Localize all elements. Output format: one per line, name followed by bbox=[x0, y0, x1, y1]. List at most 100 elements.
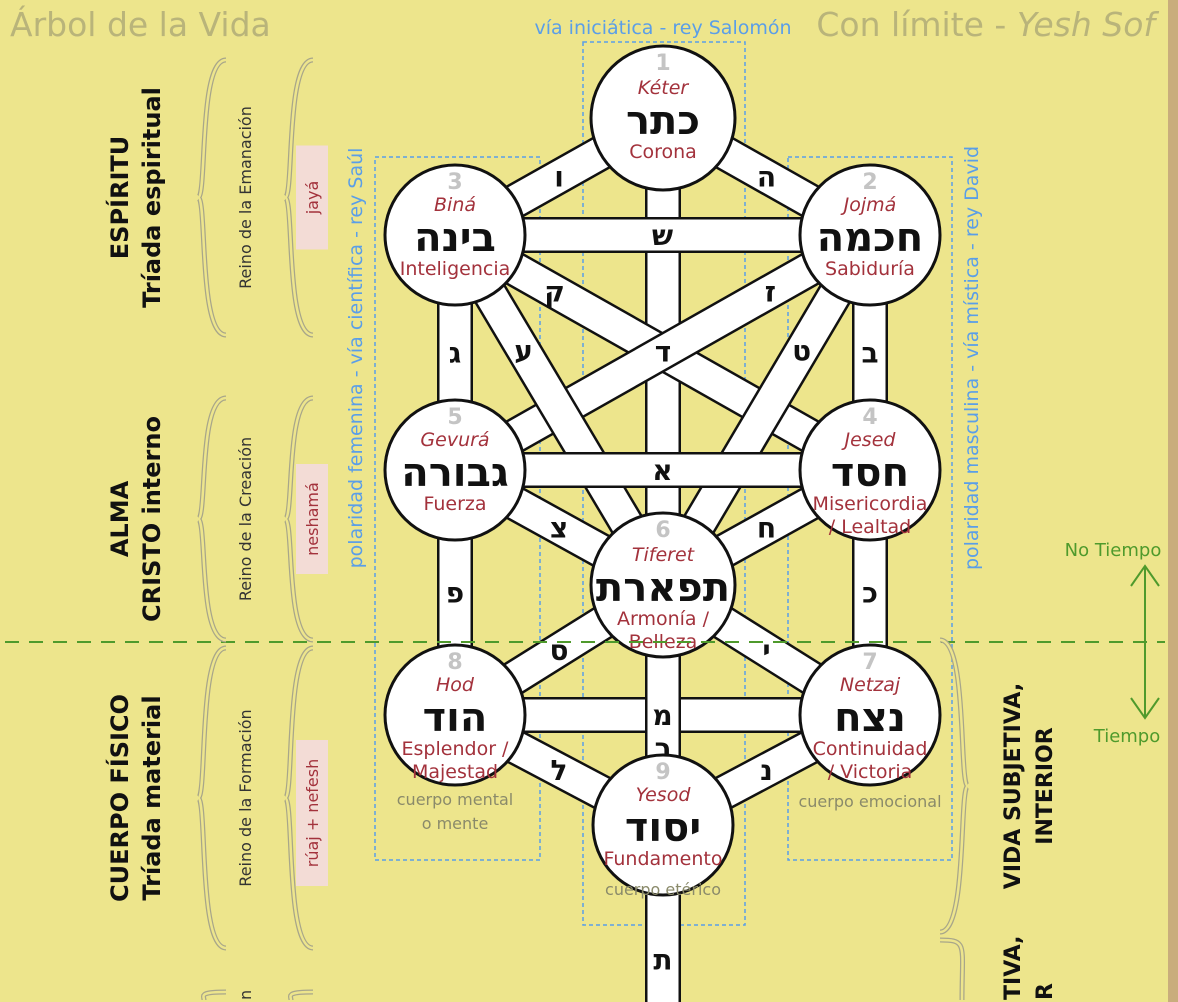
sephirah-name: Gevurá bbox=[420, 429, 489, 451]
group-title: ALMA bbox=[106, 480, 134, 557]
sephirah-hebrew: בינה bbox=[414, 215, 496, 261]
path-letter: ד bbox=[655, 336, 671, 369]
sephirah-name: Yesod bbox=[636, 784, 692, 806]
realm-label: Reino de la Emanación bbox=[236, 106, 255, 289]
diagram-title: Árbol de la Vida bbox=[10, 4, 271, 44]
sephirah-circle bbox=[798, 163, 942, 307]
path-2-5 bbox=[446, 219, 879, 486]
sephirot-layer: 1KéterכתרCorona2JojmáחכמהSabiduría3Bináב… bbox=[383, 44, 942, 899]
soul-label: rúaj + nefesh bbox=[303, 759, 322, 867]
group-title: CUERPO FÍSICO bbox=[105, 694, 134, 902]
path-letter: ג bbox=[449, 337, 462, 370]
body-note: cuerpo mental bbox=[397, 790, 513, 809]
time-arrow bbox=[1130, 564, 1160, 720]
sephirah-number: 6 bbox=[655, 518, 670, 543]
sephirah-hebrew: גבורה bbox=[401, 450, 509, 496]
soul-tag bbox=[296, 145, 328, 250]
sephirah-meaning: Esplendor / bbox=[402, 738, 510, 760]
body-note: cuerpo etérico bbox=[605, 880, 721, 899]
sephirah-number: 1 bbox=[655, 51, 670, 76]
sephirah-name: Hod bbox=[436, 674, 475, 696]
soul-tag bbox=[296, 464, 328, 574]
path-letter: ח bbox=[757, 512, 776, 545]
realm-label: Reino de la Formación bbox=[236, 709, 255, 886]
path-letter: י bbox=[762, 634, 770, 667]
group-subtitle: CRISTO interno bbox=[138, 416, 166, 622]
soul-label: neshamá bbox=[303, 482, 322, 556]
path-letter: א bbox=[652, 454, 672, 487]
path-letter: ב bbox=[861, 337, 878, 370]
right-column-label: polaridad masculina - vía mística - rey … bbox=[961, 146, 983, 570]
sephirah-meaning: Sabiduría bbox=[825, 258, 915, 280]
path-letter: צ bbox=[550, 512, 568, 545]
group-subtitle: Tríada espiritual bbox=[138, 87, 166, 308]
right-group-2: TIVA, R bbox=[1001, 935, 1058, 1000]
sephirah-circle bbox=[383, 643, 527, 787]
sephirah-hebrew: נצח bbox=[834, 695, 906, 741]
body-note: cuerpo emocional bbox=[798, 792, 941, 811]
path-letter: ו bbox=[554, 161, 564, 194]
left-column-label: polaridad femenina - vía científica - re… bbox=[345, 148, 367, 569]
sephirah-circle bbox=[798, 643, 942, 787]
path-letter: נ bbox=[760, 754, 773, 787]
sephirah-circle bbox=[589, 44, 737, 192]
sephirah-meaning: Inteligencia bbox=[400, 258, 511, 280]
sephirah-meaning: Misericordia bbox=[813, 493, 928, 515]
sephirah-name: Tiferet bbox=[632, 544, 696, 566]
path-letter: מ bbox=[652, 699, 672, 732]
sephirah-meaning: Armonía / bbox=[617, 608, 710, 630]
sephirah-circle bbox=[589, 511, 737, 659]
sephirah-hebrew: חסד bbox=[831, 450, 909, 496]
sephirah-meaning: / Victoria bbox=[828, 761, 913, 783]
sephirah-number: 4 bbox=[862, 405, 877, 430]
path-letter: כ bbox=[862, 577, 878, 610]
group-line2: INTERIOR bbox=[1033, 727, 1058, 844]
center-column-label: vía iniciática - rey Salomón bbox=[534, 17, 791, 39]
right-edge-strip bbox=[1168, 0, 1178, 1002]
soul-tag bbox=[296, 740, 328, 886]
sephirah-number: 3 bbox=[447, 170, 462, 195]
sephirah-meaning: Continuidad bbox=[813, 738, 928, 760]
path-letter: ע bbox=[514, 335, 533, 368]
path-letter: ס bbox=[549, 634, 568, 667]
sephirah-hebrew: תפארת bbox=[596, 565, 730, 611]
sephirah-name: Jesed bbox=[841, 429, 897, 451]
group-line2: R bbox=[1033, 983, 1058, 1000]
body-note: o mente bbox=[422, 814, 489, 833]
right-group-1: VIDA SUBJETIVA, INTERIOR bbox=[1001, 683, 1058, 889]
time-label: Tiempo bbox=[1093, 726, 1161, 747]
realm-label: Reino de la Creación bbox=[236, 437, 255, 601]
path-letter: ה bbox=[757, 161, 776, 194]
sephirah-meaning: Majestad bbox=[412, 761, 498, 783]
group-subtitle: Tríada material bbox=[138, 695, 166, 900]
path-letter: ש bbox=[652, 219, 673, 252]
sephirah-hebrew: הוד bbox=[423, 695, 488, 741]
sephirah-number: 2 bbox=[862, 170, 877, 195]
sephirah-circle bbox=[591, 753, 735, 897]
sephirah-name: Jojmá bbox=[840, 194, 897, 216]
sephirah-number: 9 bbox=[655, 760, 670, 785]
path-letter: פ bbox=[446, 577, 464, 610]
group-line1: VIDA SUBJETIVA, bbox=[1001, 683, 1026, 889]
sephirah-hebrew: כתר bbox=[626, 98, 700, 144]
sephirah-name: Netzaj bbox=[840, 674, 901, 696]
group-line1: TIVA, bbox=[1001, 935, 1026, 1000]
no-time-label: No Tiempo bbox=[1065, 540, 1162, 561]
sephirah-name: Kéter bbox=[638, 77, 690, 99]
sephirah-number: 8 bbox=[447, 650, 462, 675]
group-title: ESPÍRITU bbox=[105, 136, 134, 259]
